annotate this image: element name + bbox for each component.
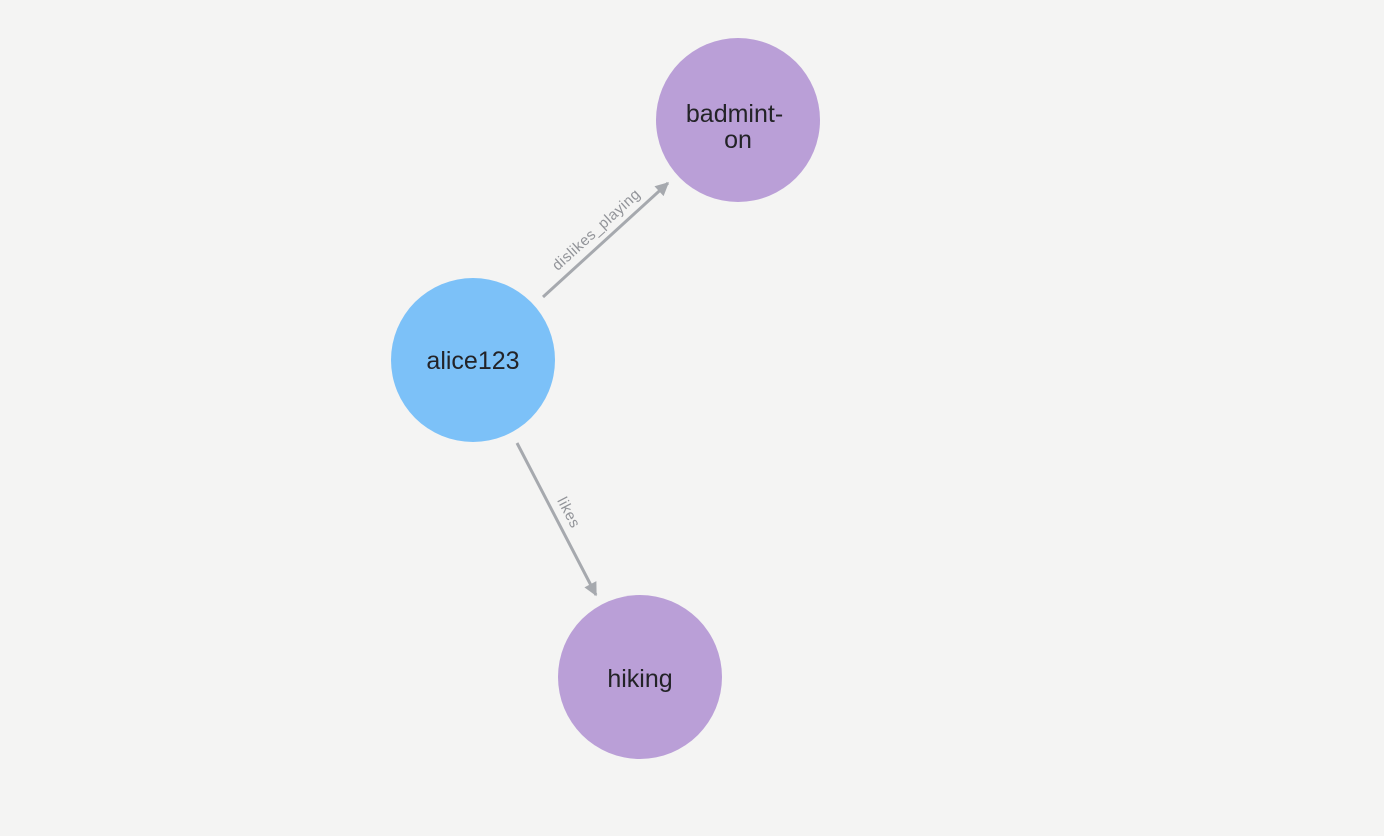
node-circle-hiking[interactable]	[558, 595, 722, 759]
node-badminton[interactable]: badmint- on	[656, 38, 820, 202]
node-circle-alice123[interactable]	[391, 278, 555, 442]
node-label-badminton-line2: on	[724, 126, 752, 154]
node-label-alice123: alice123	[426, 347, 519, 375]
node-label-badminton-line1: badmint-	[686, 100, 783, 128]
node-label-hiking: hiking	[607, 665, 672, 693]
node-label-badminton: badmint- on	[686, 100, 790, 154]
edge-line-dislikes-playing[interactable]	[541, 181, 670, 299]
node-alice123[interactable]: alice123	[391, 278, 555, 442]
node-circle-badminton[interactable]	[656, 38, 820, 202]
edge-line-likes[interactable]	[515, 442, 598, 597]
node-hiking[interactable]: hiking	[558, 595, 722, 759]
